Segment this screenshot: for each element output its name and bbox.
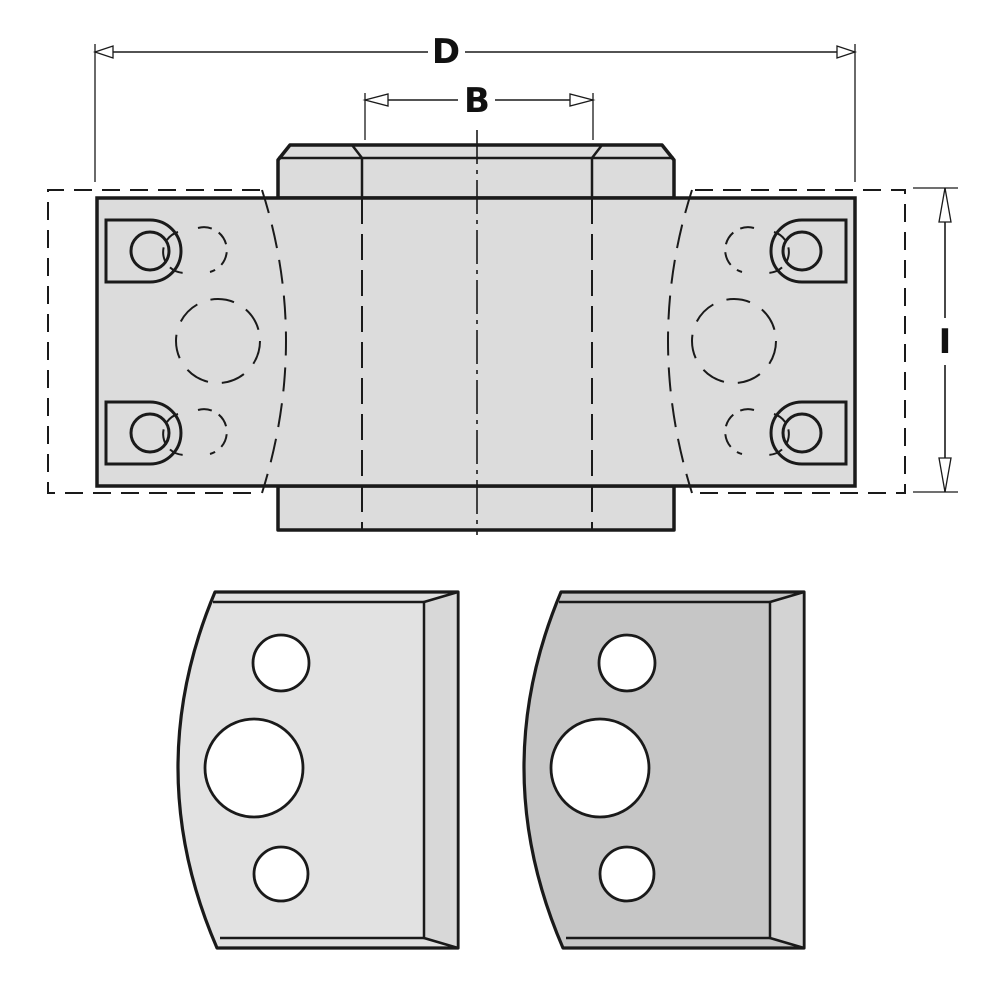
hole-bottom [252,845,310,903]
knife-body [95,130,857,535]
knife-extent-outline [47,189,906,494]
dimension-d-label: D [432,32,460,72]
arrow-right-icon [836,45,858,59]
arrow-left-icon [92,45,114,59]
dimension-i [913,187,958,493]
hole-bottom [598,845,656,903]
dimension-i-label: I [939,322,952,362]
left-mounting-slots [104,218,183,466]
knife-plate-dark [522,590,806,950]
arrow-up-icon [938,187,952,223]
cutter-hub [276,143,676,532]
knife-profile-arcs [261,189,693,494]
knife-plate-light [176,590,460,950]
left-hidden-holes [162,226,261,456]
arrow-right-icon [569,93,596,107]
hole-center [549,717,651,819]
hole-top [597,633,657,693]
hole-center [203,717,305,819]
dimension-d [92,44,858,182]
arrow-down-icon [938,457,952,493]
hole-top [251,633,311,693]
right-mounting-slots [769,218,848,466]
dimension-b [362,93,596,140]
right-hidden-holes [691,226,790,456]
arrow-left-icon [362,93,389,107]
dimension-b-label: B [464,81,490,121]
